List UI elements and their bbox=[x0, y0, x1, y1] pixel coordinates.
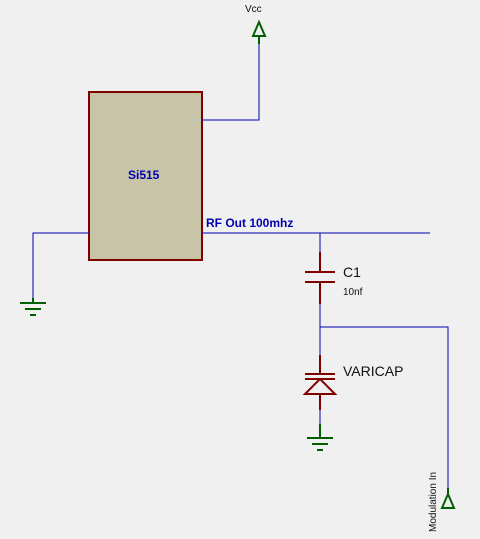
modulation-label: Modulation In bbox=[428, 472, 439, 532]
wire-vcc bbox=[202, 44, 260, 121]
capacitor-c1[interactable] bbox=[305, 252, 335, 304]
si515-chip-body[interactable] bbox=[88, 91, 203, 261]
si515-chip-label: Si515 bbox=[128, 168, 160, 182]
modulation-arrow-icon bbox=[440, 491, 456, 509]
vcc-power-terminal[interactable] bbox=[251, 19, 267, 44]
varicap-diode[interactable] bbox=[302, 355, 338, 410]
rf-out-label: RF Out 100mhz bbox=[206, 216, 293, 230]
c1-ref-label: C1 bbox=[343, 264, 361, 280]
modulation-input-terminal[interactable] bbox=[440, 488, 456, 509]
vcc-label: Vcc bbox=[245, 4, 262, 15]
wire-chip-ground bbox=[32, 232, 89, 298]
ground-symbol-left bbox=[20, 298, 46, 316]
vcc-arrow-icon bbox=[251, 19, 267, 37]
ground-symbol-varicap bbox=[307, 424, 333, 451]
wire-modulation bbox=[320, 326, 449, 488]
c1-value-label: 10nf bbox=[343, 287, 363, 298]
varicap-diode-icon bbox=[302, 377, 338, 395]
varicap-label: VARICAP bbox=[343, 363, 403, 379]
